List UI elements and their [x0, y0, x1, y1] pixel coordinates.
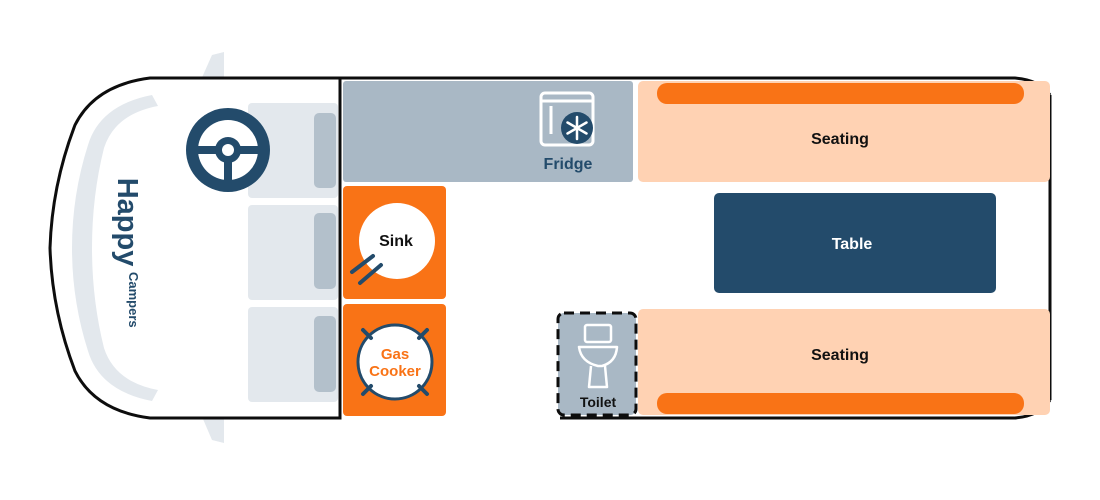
driver-seat-back — [314, 113, 336, 188]
sink-basin-icon — [359, 203, 435, 279]
middle-seat-back — [314, 213, 336, 289]
toilet-label: Toilet — [580, 394, 617, 410]
left-mirror — [200, 52, 224, 82]
table — [714, 193, 996, 293]
seating-bottom — [638, 309, 1050, 415]
gas-cooker-icon — [356, 323, 434, 401]
seating-bottom-label: Seating — [811, 347, 869, 364]
sink-tap-icon — [350, 254, 383, 285]
right-mirror — [200, 412, 224, 443]
toilet-unit — [556, 311, 638, 417]
brand-sub: Campers — [126, 272, 141, 328]
seating-bottom-cushion — [657, 393, 1024, 414]
cab-seats — [248, 103, 338, 402]
gas-label-line1: Gas — [381, 346, 409, 363]
dashboard — [72, 95, 158, 401]
brand-logo: Happy Campers — [111, 178, 143, 328]
passenger-seat-back — [314, 316, 336, 392]
table-label: Table — [832, 236, 873, 253]
gas-label-line2: Cooker — [369, 363, 421, 380]
sink-label: Sink — [379, 233, 413, 250]
toilet-icon — [577, 323, 619, 389]
fridge-snowflake-icon — [539, 91, 595, 147]
seating-top — [638, 81, 1050, 182]
brand-name: Happy — [111, 178, 143, 267]
seating-top-label: Seating — [811, 131, 869, 148]
fridge-label: Fridge — [544, 156, 593, 173]
fridge-unit — [343, 81, 633, 182]
steering-wheel-icon — [186, 108, 270, 192]
seating-top-cushion — [657, 83, 1024, 104]
